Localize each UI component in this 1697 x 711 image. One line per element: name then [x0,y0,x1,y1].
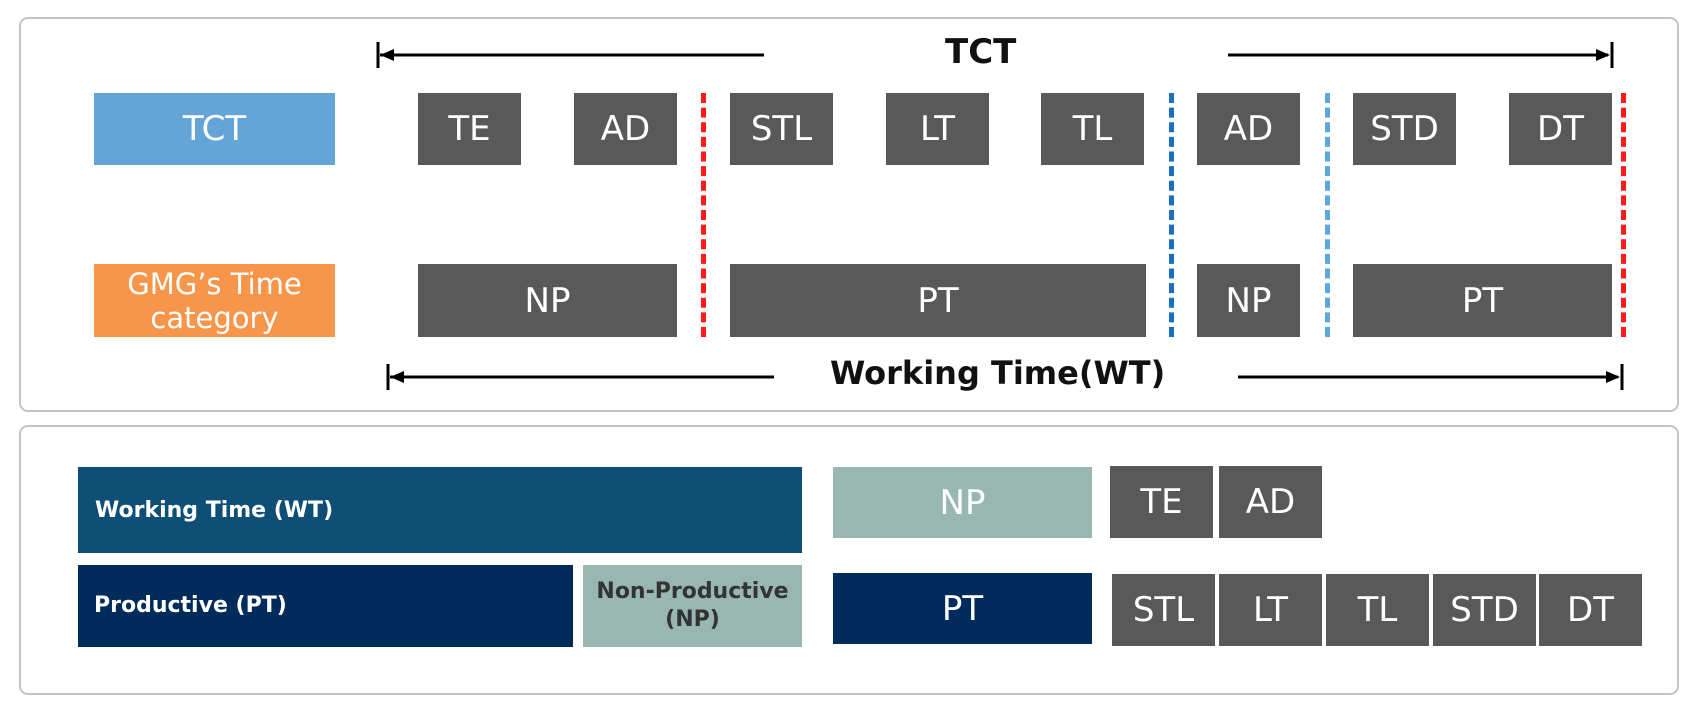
pt-item-stl: STL [1112,574,1215,646]
legend-panel [19,425,1679,695]
tct-span-arrow [376,42,1614,68]
divider-red-right [1621,93,1626,337]
gmg-label-line2: category [150,300,279,335]
category-box-np-2: NP [1197,264,1300,337]
np-bar: Non-Productive (NP) [583,565,802,647]
pt-item-tl: TL [1326,574,1429,646]
category-box-pt: PT [730,264,1146,337]
np-item-te: TE [1110,466,1213,538]
pt-key: PT [833,573,1092,644]
gmg-label-line1: GMG’s Time [127,266,302,301]
wt-bar [78,467,802,553]
np-bar-label-line2: (NP) [665,607,720,632]
pt-item-lt: LT [1219,574,1322,646]
tct-box-ad: AD [574,93,677,165]
category-box-np: NP [418,264,677,337]
tct-box-dt: DT [1509,93,1612,165]
tct-box-lt: LT [886,93,989,165]
tct-box-std: STD [1353,93,1456,165]
np-key: NP [833,467,1092,538]
divider-red-left [701,93,706,337]
np-bar-label-line1: Non-Productive [596,579,789,604]
tct-span-label: TCT [945,32,1017,72]
time-structure-panel [19,17,1679,412]
tct-box-stl: STL [730,93,833,165]
divider-light-blue [1325,93,1330,337]
pt-item-std: STD [1433,574,1536,646]
pt-bar [78,565,573,647]
category-box-pt-2: PT [1353,264,1612,337]
pt-bar-label: Productive (PT) [94,593,287,618]
np-item-ad: AD [1219,466,1322,538]
wt-bar-label: Working Time (WT) [95,498,334,523]
wt-span-arrow [386,364,1624,390]
gmg-category-row-label: GMG’s Time category [94,264,335,337]
tct-box-ad-2: AD [1197,93,1300,165]
pt-item-dt: DT [1539,574,1642,646]
tct-row-label: TCT [94,93,335,165]
tct-box-te: TE [418,93,521,165]
wt-span-label: Working Time(WT) [830,354,1166,392]
divider-blue [1169,93,1174,337]
tct-box-tl: TL [1041,93,1144,165]
